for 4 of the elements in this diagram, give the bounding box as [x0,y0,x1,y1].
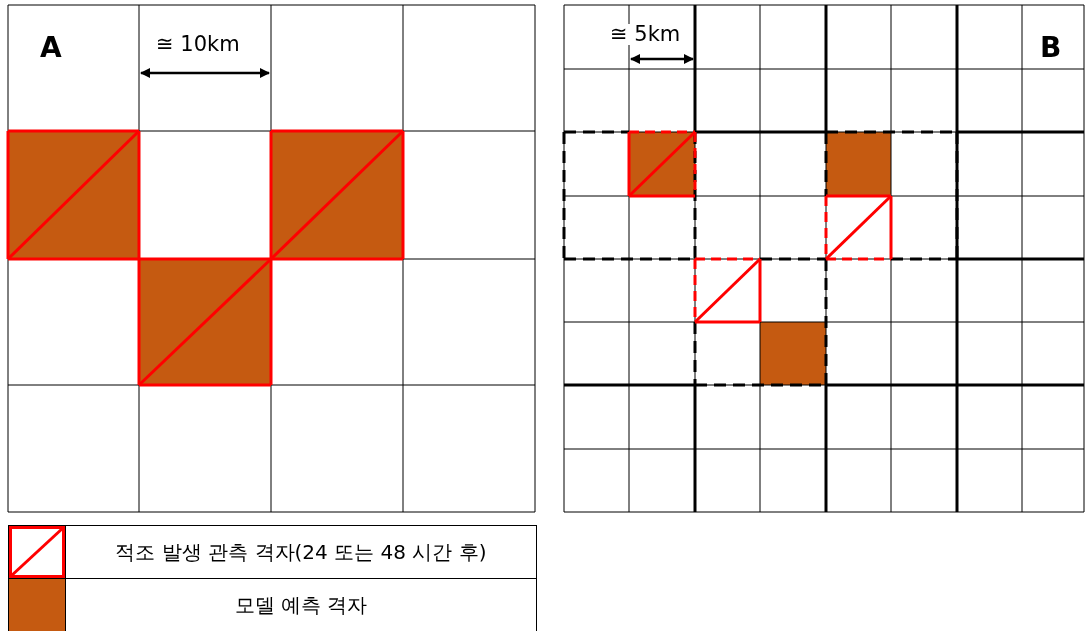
panel-label: B [1040,34,1062,62]
panel-label: A [40,34,62,62]
legend-text: 적조 발생 관측 격자(24 또는 48 시간 후) [114,538,488,566]
legend-text: 모델 예측 격자 [233,591,369,619]
